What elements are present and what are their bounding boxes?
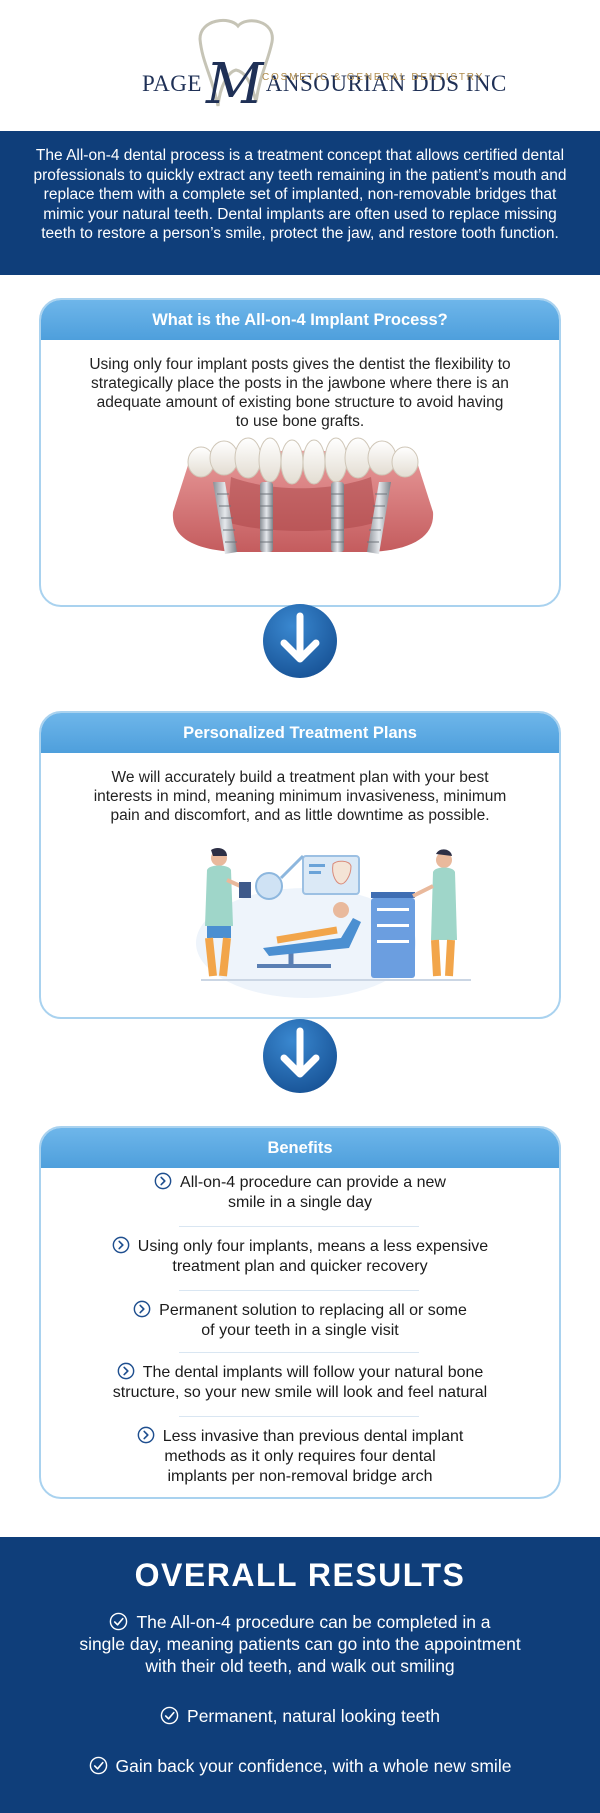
result-text: single day, meaning patients can go into…	[79, 1634, 521, 1654]
card-text: We will accurately build a treatment pla…	[93, 769, 507, 824]
chevron-circle-icon	[117, 1362, 135, 1380]
check-circle-icon	[110, 1612, 128, 1631]
result-item: Gain back your confidence, with a whole …	[0, 1755, 600, 1777]
result-text: with their old teeth, and walk out smili…	[145, 1656, 455, 1676]
benefit-text: treatment plan and quicker recovery	[172, 1258, 428, 1275]
logo-subtitle: COSMETIC & GENERAL DENTISTRY	[262, 72, 485, 83]
benefit-text: structure, so your new smile will look a…	[112, 1384, 488, 1401]
benefit-divider	[179, 1290, 419, 1291]
results-title: OVERALL RESULTS	[134, 1557, 466, 1593]
card-title: Benefits	[41, 1128, 559, 1168]
chevron-circle-icon	[133, 1300, 151, 1318]
chevron-circle-icon	[112, 1236, 130, 1254]
result-item: The All-on-4 procedure can be completed …	[0, 1611, 600, 1677]
result-text: Permanent, natural looking teeth	[0, 1705, 600, 1727]
card-title: What is the All-on-4 Implant Process?	[41, 300, 559, 340]
benefit-text: All-on-4 procedure can provide a new	[41, 1172, 559, 1193]
benefit-item: Permanent solution to replacing all or s…	[41, 1300, 559, 1341]
benefit-item: The dental implants will follow your nat…	[41, 1362, 559, 1403]
benefit-text: Using only four implants, means a less e…	[41, 1236, 559, 1257]
result-item: Permanent, natural looking teeth	[0, 1705, 600, 1727]
logo-m: M	[205, 52, 264, 117]
logo-wordmark: PAGEMANSOURIAN DDS INC	[142, 40, 507, 117]
benefits-card: Benefits All-on-4 procedure can provide …	[39, 1126, 561, 1499]
result-text: Gain back your confidence, with a whole …	[0, 1755, 600, 1777]
benefit-text: implants per non-removal bridge arch	[167, 1468, 433, 1485]
dentist-clinic-illustration	[196, 848, 471, 998]
overall-results-band: OVERALL RESULTS The All-on-4 procedure c…	[0, 1537, 600, 1813]
intro-text: The All-on-4 dental process is a treatme…	[33, 147, 567, 242]
intro-band: The All-on-4 dental process is a treatme…	[0, 131, 600, 275]
chevron-circle-icon	[137, 1426, 155, 1444]
benefit-text: of your teeth in a single visit	[201, 1322, 399, 1339]
down-arrow-icon	[263, 604, 337, 678]
tooth-logo-icon	[198, 18, 274, 107]
benefit-divider	[179, 1352, 419, 1353]
benefit-text: The dental implants will follow your nat…	[41, 1362, 559, 1383]
treatment-plans-card: Personalized Treatment Plans We will acc…	[39, 711, 561, 1019]
logo-page: PAGE	[142, 71, 202, 96]
down-arrow-icon	[263, 1019, 337, 1093]
chevron-circle-icon	[154, 1172, 172, 1190]
benefit-divider	[179, 1226, 419, 1227]
benefit-item: Less invasive than previous dental impla…	[41, 1426, 559, 1487]
benefit-text: Permanent solution to replacing all or s…	[41, 1300, 559, 1321]
benefit-text: Less invasive than previous dental impla…	[41, 1426, 559, 1447]
card-text: Using only four implant posts gives the …	[89, 356, 511, 430]
implant-process-card: What is the All-on-4 Implant Process? Us…	[39, 298, 561, 607]
result-text: The All-on-4 procedure can be completed …	[0, 1611, 600, 1633]
check-circle-icon	[160, 1706, 179, 1725]
check-circle-icon	[89, 1756, 107, 1775]
benefit-divider	[179, 1416, 419, 1417]
implant-bridge-illustration	[172, 437, 434, 554]
card-title: Personalized Treatment Plans	[41, 713, 559, 753]
logo-name: ANSOURIAN DDS INC	[265, 71, 507, 96]
benefit-text: methods as it only requires four dental	[164, 1448, 436, 1465]
header: PAGEMANSOURIAN DDS INC COSMETIC & GENERA…	[0, 0, 600, 130]
benefit-item: Using only four implants, means a less e…	[41, 1236, 559, 1277]
benefit-text: smile in a single day	[227, 1194, 373, 1211]
